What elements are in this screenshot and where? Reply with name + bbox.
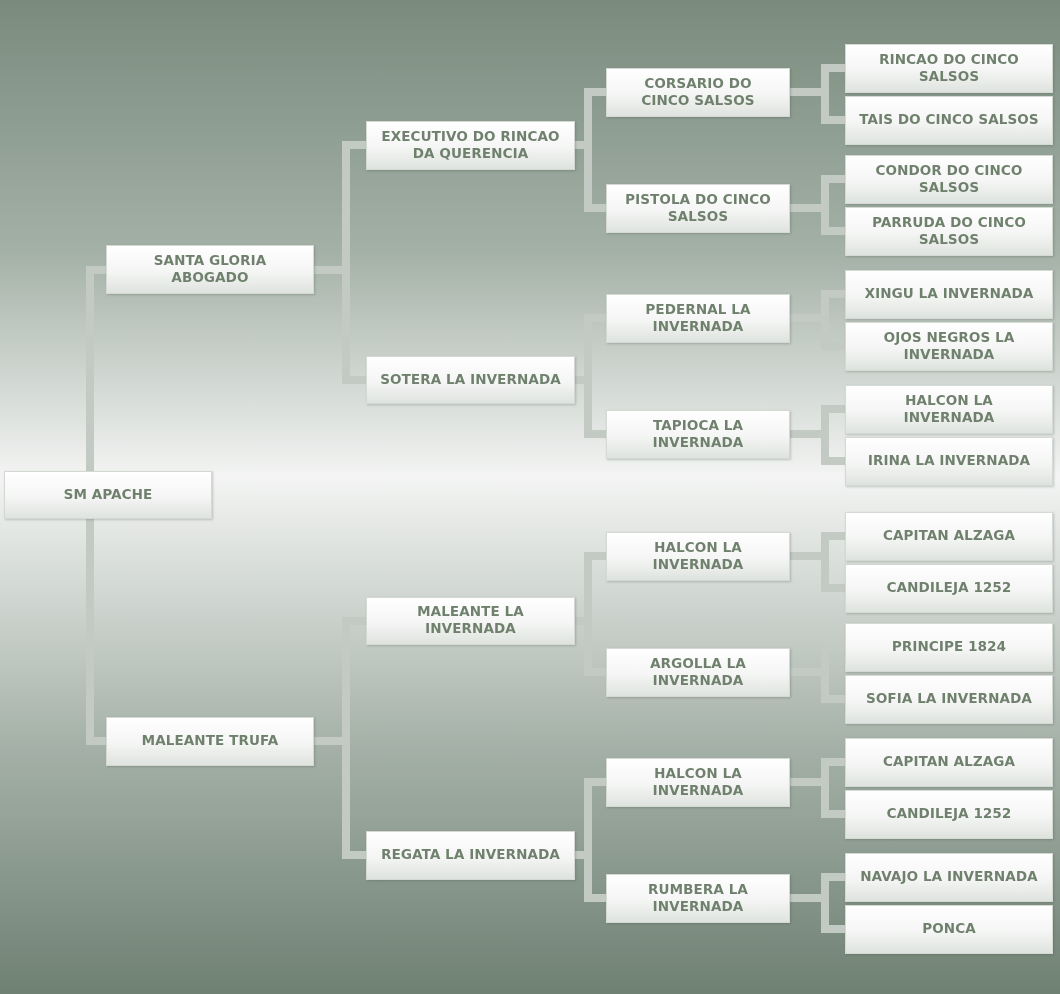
connector-line-3	[310, 617, 370, 859]
connector-line-13	[786, 643, 849, 703]
connector-line-14	[786, 758, 849, 818]
connector-line-5	[571, 314, 610, 438]
connector-line-7	[571, 778, 610, 902]
pedigree-g4-15: NAVAJO LA INVERNADA	[845, 853, 1053, 902]
connector-line-9	[786, 175, 849, 235]
connector-line-10	[786, 290, 849, 350]
pedigree-g3-4: TAPIOCA LA INVERNADA	[606, 410, 790, 459]
pedigree-g4-11: PRINCIPE 1824	[845, 623, 1053, 672]
pedigree-g4-4: PARRUDA DO CINCO SALSOS	[845, 207, 1053, 256]
pedigree-sire: SANTA GLORIA ABOGADO	[106, 245, 314, 294]
connector-line-6	[571, 552, 610, 676]
pedigree-g4-7: HALCON LA INVERNADA	[845, 385, 1053, 434]
pedigree-g3-1: CORSARIO DO CINCO SALSOS	[606, 68, 790, 117]
pedigree-subject: SM APACHE	[4, 471, 212, 519]
pedigree-g4-12: SOFIA LA INVERNADA	[845, 675, 1053, 724]
pedigree-g4-14: CANDILEJA 1252	[845, 790, 1053, 839]
pedigree-sire-dam: SOTERA LA INVERNADA	[366, 356, 575, 404]
pedigree-g4-2: TAIS DO CINCO SALSOS	[845, 96, 1053, 145]
pedigree-g4-13: CAPITAN ALZAGA	[845, 738, 1053, 787]
pedigree-g4-3: CONDOR DO CINCO SALSOS	[845, 155, 1053, 204]
pedigree-dam: MALEANTE TRUFA	[106, 717, 314, 766]
pedigree-g3-5: HALCON LA INVERNADA	[606, 532, 790, 581]
connector-line-4	[571, 88, 610, 212]
pedigree-g3-6: ARGOLLA LA INVERNADA	[606, 648, 790, 697]
connector-line-15	[786, 873, 849, 933]
pedigree-g4-8: IRINA LA INVERNADA	[845, 437, 1053, 486]
pedigree-g4-1: RINCAO DO CINCO SALSOS	[845, 44, 1053, 93]
pedigree-g3-3: PEDERNAL LA INVERNADA	[606, 294, 790, 343]
connector-line-2	[310, 141, 370, 384]
pedigree-dam-dam: REGATA LA INVERNADA	[366, 831, 575, 880]
connector-line-12	[786, 532, 849, 592]
pedigree-g4-16: PONCA	[845, 905, 1053, 954]
pedigree-g4-5: XINGU LA INVERNADA	[845, 270, 1053, 319]
connector-line-11	[786, 405, 849, 465]
connector-line-8	[786, 64, 849, 124]
pedigree-g4-10: CANDILEJA 1252	[845, 564, 1053, 613]
pedigree-g3-8: RUMBERA LA INVERNADA	[606, 874, 790, 923]
pedigree-g3-2: PISTOLA DO CINCO SALSOS	[606, 184, 790, 233]
pedigree-g3-7: HALCON LA INVERNADA	[606, 758, 790, 807]
pedigree-g4-9: CAPITAN ALZAGA	[845, 512, 1053, 561]
pedigree-dam-sire: MALEANTE LA INVERNADA	[366, 597, 575, 645]
pedigree-g4-6: OJOS NEGROS LA INVERNADA	[845, 322, 1053, 371]
pedigree-sire-sire: EXECUTIVO DO RINCAO DA QUERENCIA	[366, 121, 575, 170]
